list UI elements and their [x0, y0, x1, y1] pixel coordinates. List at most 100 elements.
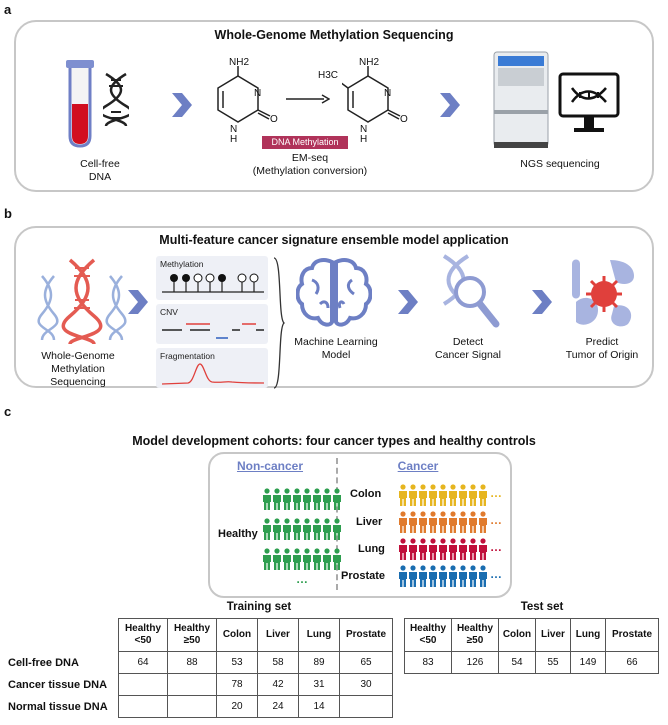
table-cell: 88 — [167, 651, 217, 674]
colon-person-icon — [479, 484, 487, 506]
panel-c-letter: c — [4, 404, 12, 419]
healthy-person-icon — [323, 488, 331, 510]
prostate-person-icon — [399, 565, 407, 587]
methylation-lollipop-glyph — [162, 273, 264, 293]
liver-more-ellipsis: … — [490, 513, 502, 527]
lung-person-icon — [399, 538, 407, 560]
healthy-person-icon — [333, 548, 341, 570]
fragmentation-curve-glyph — [161, 363, 265, 385]
colon-person-icon — [449, 484, 457, 506]
table-cell: 58 — [257, 651, 299, 674]
lung-person-icon — [409, 538, 417, 560]
colon-person-icon — [399, 484, 407, 506]
healthy-person-icon — [293, 488, 301, 510]
table-cell: 42 — [257, 673, 299, 696]
healthy-person-icon — [283, 488, 291, 510]
training-set-table: Healthy <50 Healthy ≥50 Colon Liver Lung… — [8, 618, 393, 718]
training-set-title: Training set — [226, 601, 292, 613]
colon-person-icon — [469, 484, 477, 506]
cytosine-o: O — [270, 114, 278, 125]
healthy-person-icon — [273, 518, 281, 540]
table-cell: 149 — [570, 651, 606, 674]
methylcytosine-o: O — [400, 114, 408, 125]
prostate-more-ellipsis: … — [490, 567, 502, 581]
healthy-person-icon — [273, 488, 281, 510]
healthy-person-icon — [293, 518, 301, 540]
healthy-person-icon — [333, 518, 341, 540]
table-cell: 31 — [298, 673, 340, 696]
healthy-person-icon — [313, 518, 321, 540]
chevron-right-icon — [532, 290, 552, 314]
liver-person-icon — [409, 511, 417, 533]
colon-person-icon — [459, 484, 467, 506]
liver-person-icon — [439, 511, 447, 533]
lung-person-icon — [419, 538, 427, 560]
colon-label: Colon — [350, 488, 382, 500]
panel-a-letter: a — [4, 2, 12, 17]
cnv-feature-label: CNV — [160, 307, 178, 317]
table-cell: 64 — [118, 651, 168, 674]
prostate-person-icon — [449, 565, 457, 587]
healthy-label: Healthy — [218, 528, 258, 540]
table-row: Cell-free DNA 64 88 53 58 89 65 — [8, 651, 393, 674]
organs-virus-icon — [572, 259, 634, 327]
prostate-person-icon — [419, 565, 427, 587]
healthy-person-icon — [323, 548, 331, 570]
colon-person-icon — [439, 484, 447, 506]
chevron-right-icon — [128, 290, 148, 314]
lung-person-icon — [429, 538, 437, 560]
healthy-person-icon — [283, 548, 291, 570]
liver-person-icon — [459, 511, 467, 533]
training-col-header: Healthy <50 — [118, 618, 168, 652]
table-cell: 55 — [535, 651, 571, 674]
methylation-feature-label: Methylation — [160, 259, 204, 269]
table-cell: 66 — [605, 651, 659, 674]
colon-person-icon — [419, 484, 427, 506]
liver-person-icon — [469, 511, 477, 533]
liver-person-icon — [449, 511, 457, 533]
healthy-more-ellipsis: … — [296, 572, 308, 586]
prostate-label: Prostate — [341, 570, 386, 582]
healthy-person-icon — [303, 518, 311, 540]
table-cell — [118, 695, 168, 718]
cancer-label: Cancer — [397, 459, 439, 473]
methylcytosine-structure — [342, 66, 401, 123]
training-col-header: Colon — [216, 618, 258, 652]
healthy-person-icon — [283, 518, 291, 540]
liver-person-icon — [479, 511, 487, 533]
test-col-header: Lung — [570, 618, 606, 652]
colon-person-icon — [409, 484, 417, 506]
training-col-header: Liver — [257, 618, 299, 652]
healthy-person-icon — [263, 518, 271, 540]
dna-helix-icon — [103, 72, 129, 127]
lung-label: Lung — [358, 543, 385, 555]
table-row: Normal tissue DNA 20 24 14 — [8, 695, 393, 718]
test-set-table: Healthy <50 Healthy ≥50 Colon Liver Lung… — [404, 618, 659, 674]
chevron-right-icon — [398, 290, 418, 314]
liver-label: Liver — [356, 516, 383, 528]
healthy-person-icon — [263, 548, 271, 570]
prostate-person-icon — [479, 565, 487, 587]
test-col-header: Colon — [498, 618, 536, 652]
prostate-person-icon — [439, 565, 447, 587]
healthy-person-icon — [333, 488, 341, 510]
prostate-person-icon — [429, 565, 437, 587]
row-label: Normal tissue DNA — [8, 700, 108, 713]
table-cell: 24 — [257, 695, 299, 718]
blood-tube-icon — [66, 60, 94, 148]
methyl-h3c: H3C — [318, 70, 339, 81]
table-row: 83 126 54 55 149 66 — [404, 651, 659, 674]
table-cell — [339, 695, 393, 718]
healthy-person-icon — [323, 518, 331, 540]
healthy-person-icon — [303, 548, 311, 570]
cytosine-n: N — [254, 88, 262, 99]
test-col-header: Liver — [535, 618, 571, 652]
prostate-person-icon — [459, 565, 467, 587]
non-cancer-label: Non-cancer — [236, 459, 304, 473]
table-cell: 54 — [498, 651, 536, 674]
panel-b-title: Multi-feature cancer signature ensemble … — [159, 233, 509, 247]
